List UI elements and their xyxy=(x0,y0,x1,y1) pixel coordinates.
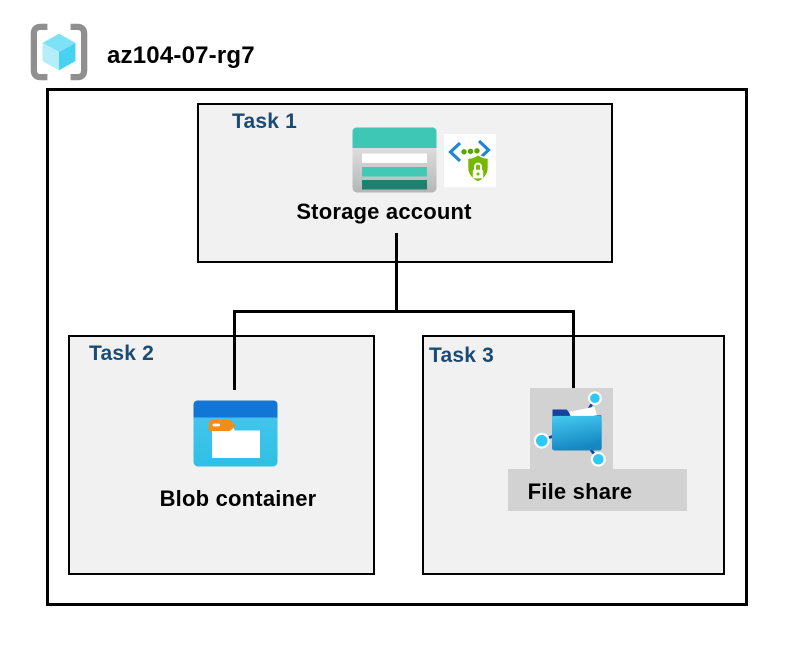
resource-group-title: az104-07-rg7 xyxy=(107,42,255,69)
task1-label: Task 1 xyxy=(232,110,298,133)
resource-group-icon xyxy=(30,23,88,81)
storage-account-label: Storage account xyxy=(296,199,472,224)
connector-storage-stem xyxy=(395,233,398,312)
connector-to-blob xyxy=(233,310,236,390)
file-share-label-highlight xyxy=(508,469,687,511)
blob-container-label: Blob container xyxy=(159,486,317,511)
task2-label: Task 2 xyxy=(89,342,155,365)
file-share-label: File share xyxy=(527,479,633,504)
connector-branch xyxy=(233,310,574,313)
storage-account-icon xyxy=(352,127,437,193)
connector-to-fileshare xyxy=(572,310,575,389)
task3-label: Task 3 xyxy=(429,344,495,367)
file-share-icon xyxy=(533,391,606,467)
secure-access-icon xyxy=(444,134,496,187)
blob-container-icon xyxy=(193,400,278,467)
